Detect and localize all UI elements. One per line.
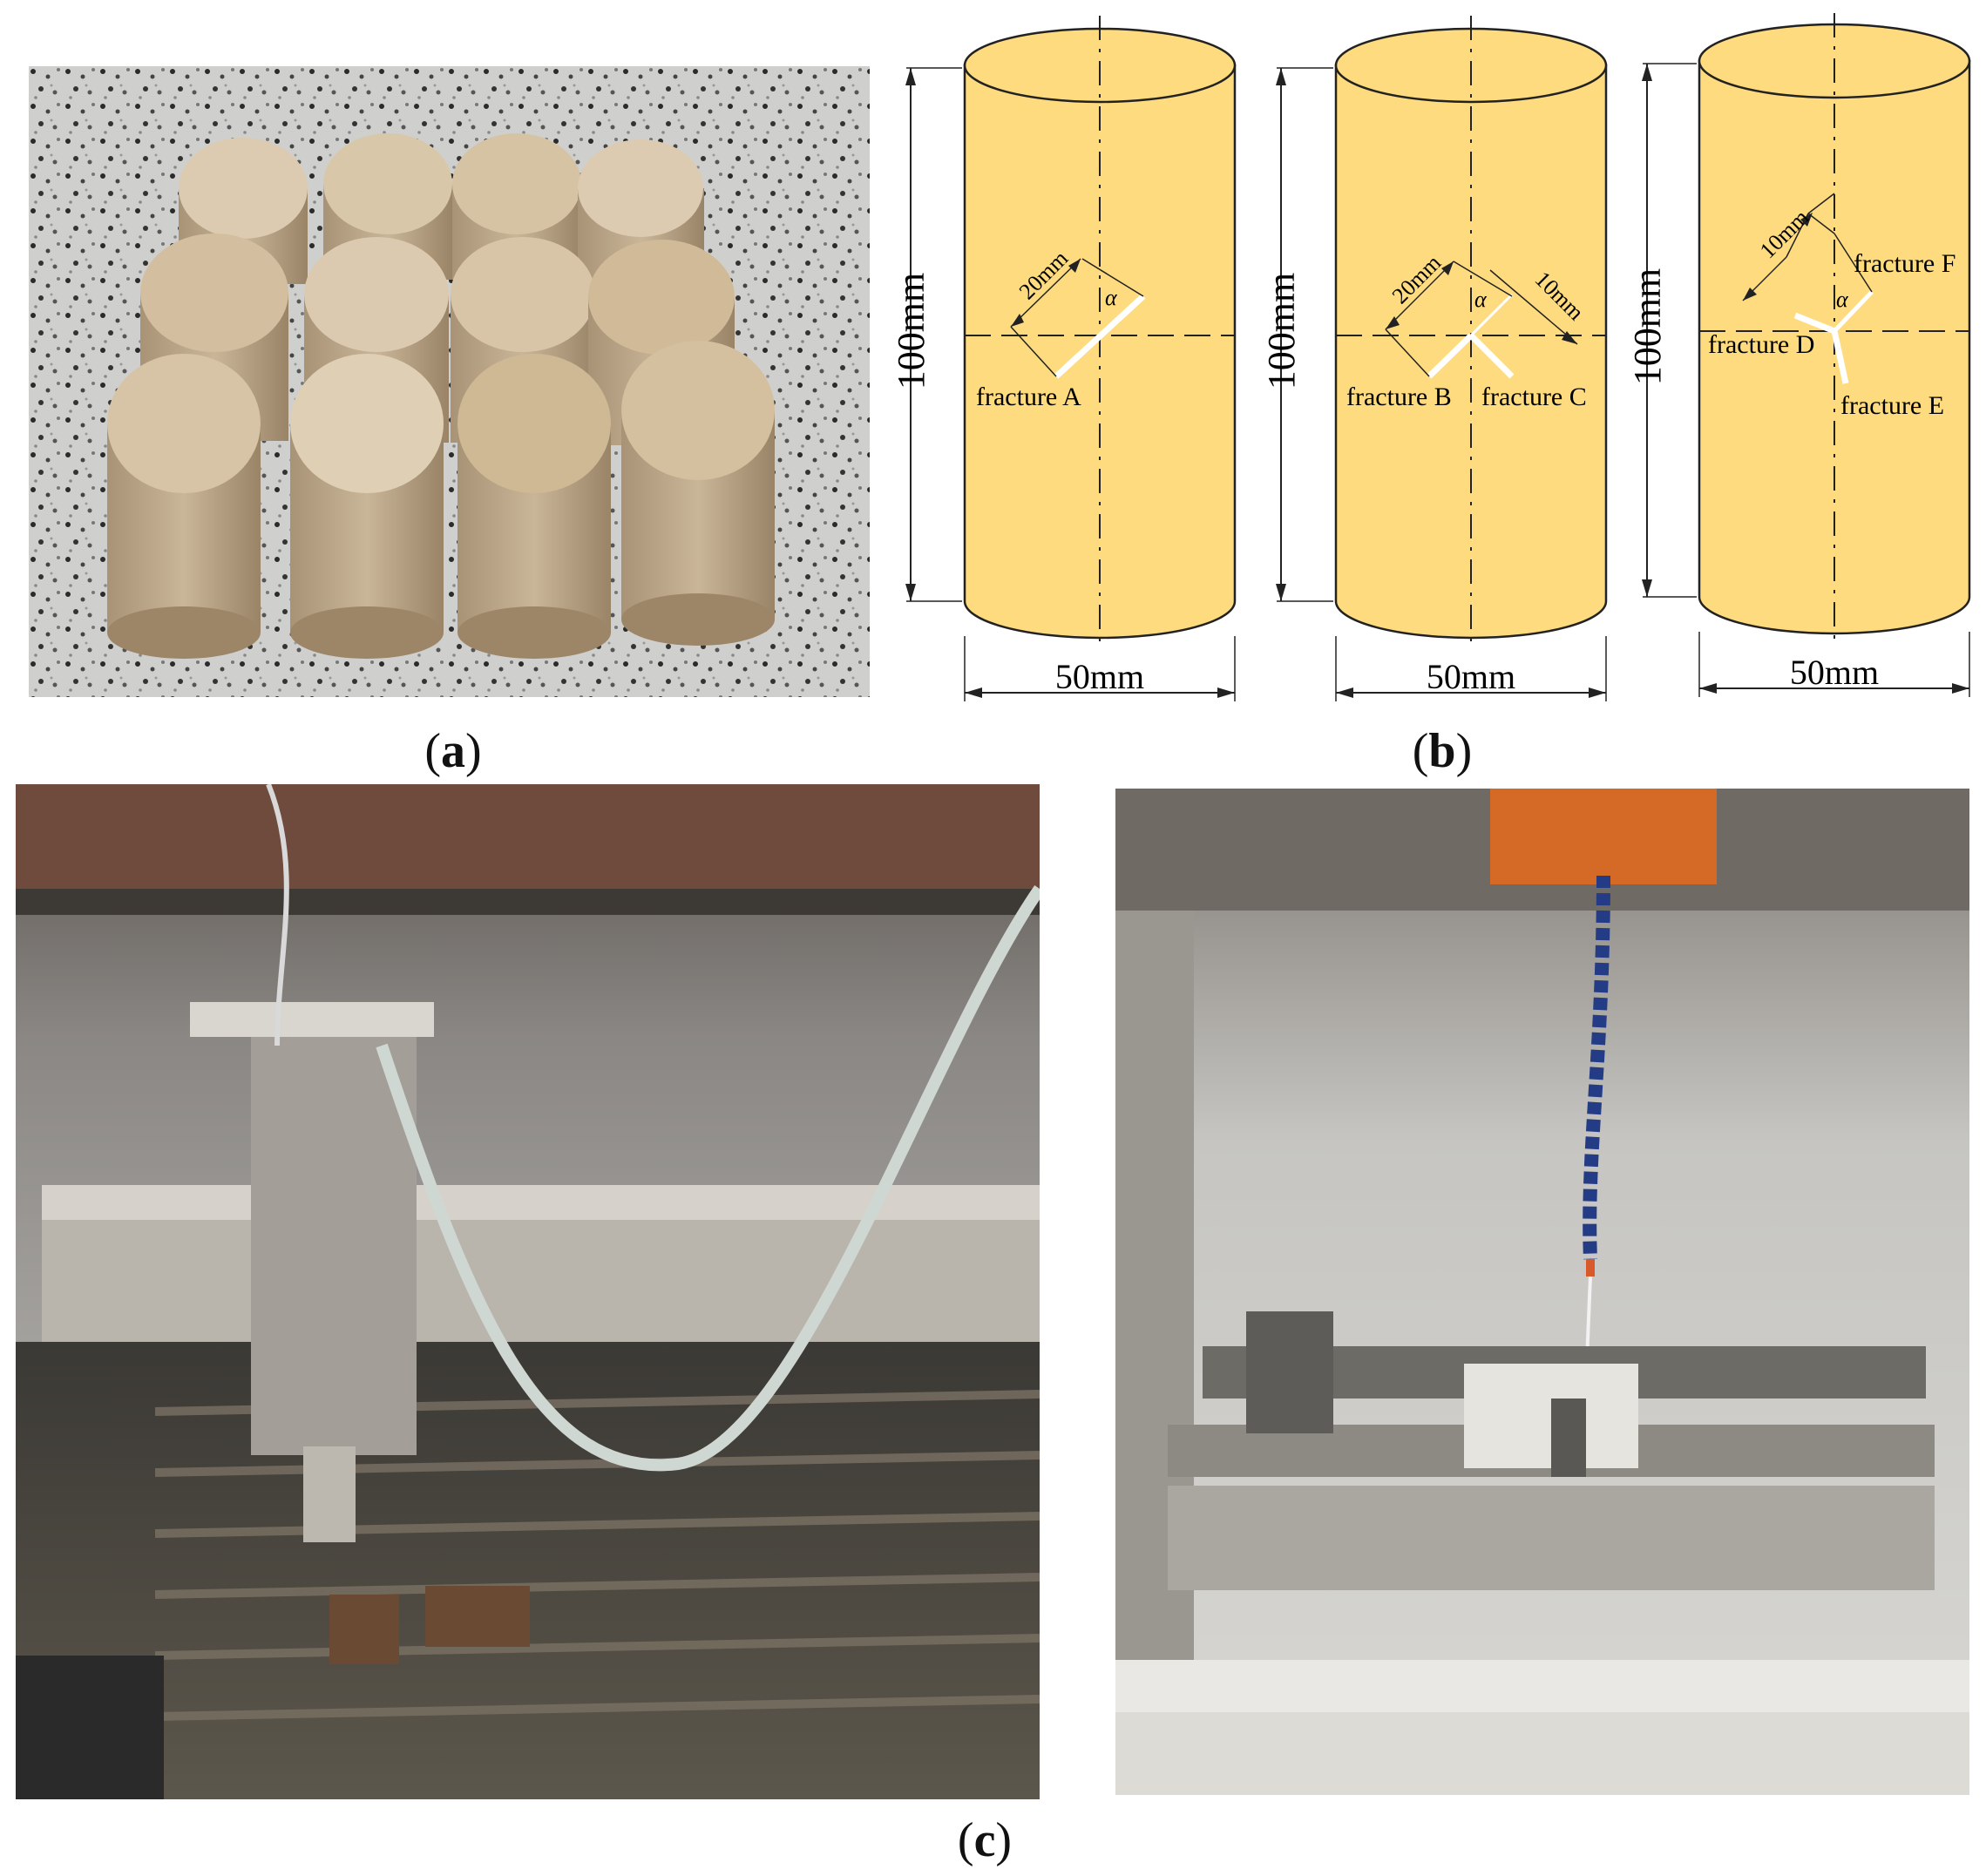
photo-rock-samples xyxy=(29,66,870,697)
cylinder-row-middle xyxy=(140,234,735,445)
cylinder-row-back xyxy=(179,133,704,284)
specimen-3: 100mm 50mm 10mm α fracture F fracture D … xyxy=(1626,13,1971,697)
specimen-diagrams: 100mm 50mm 20mm α fracture A xyxy=(871,0,1986,775)
fracture-b-label: fracture B xyxy=(1346,383,1452,411)
height-label-3: 100mm xyxy=(1626,268,1669,385)
width-label-2: 50mm xyxy=(1427,657,1515,696)
fracture-f-label: fracture F xyxy=(1854,249,1955,278)
width-label-3: 50mm xyxy=(1790,653,1879,692)
photo-specimen-fixture xyxy=(1115,789,1969,1795)
angle-label-2: α xyxy=(1474,287,1488,312)
fracture-e-label: fracture E xyxy=(1840,391,1944,420)
angle-label-3: α xyxy=(1836,287,1849,312)
specimen-2: 100mm 50mm 20mm 10mm α fracture B fractu… xyxy=(1260,16,1608,701)
fracture-c-label: fracture C xyxy=(1481,383,1587,411)
photo-waterjet-cutter xyxy=(16,784,1040,1799)
caption-b: (b) xyxy=(1412,724,1473,778)
specimen-1: 100mm 50mm 20mm α fracture A xyxy=(890,16,1237,701)
fracture-a-label: fracture A xyxy=(976,383,1081,411)
angle-label-1: α xyxy=(1105,285,1118,310)
caption-a: (a) xyxy=(424,724,482,778)
caption-c: (c) xyxy=(957,1813,1013,1867)
height-label-2: 100mm xyxy=(1260,273,1303,389)
width-label-1: 50mm xyxy=(1055,657,1144,696)
fracture-d-label: fracture D xyxy=(1708,330,1814,359)
height-label-1: 100mm xyxy=(890,273,932,389)
cylinder-row-front xyxy=(107,341,775,659)
